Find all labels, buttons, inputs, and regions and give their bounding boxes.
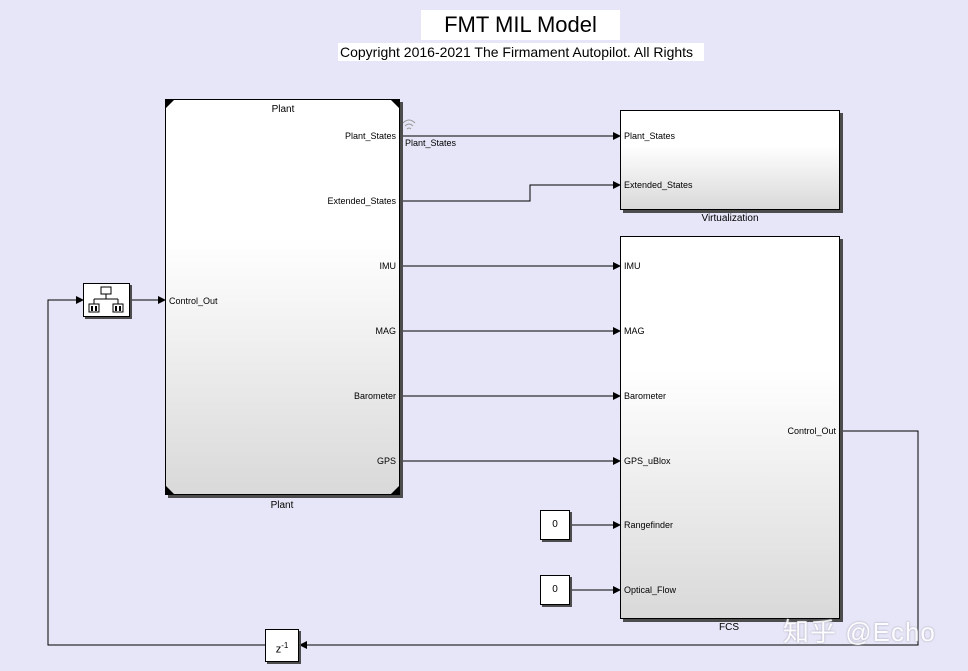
plant-output-barometer: Barometer [353, 391, 396, 401]
plant-output-extended-states: Extended_States [327, 196, 396, 206]
fcs-input-barometer: Barometer [624, 391, 667, 401]
model-title: FMT MIL Model [421, 10, 620, 40]
delay-base: z [275, 643, 282, 656]
plant-inner-title: Plant [271, 104, 295, 115]
fcs-input-imu: IMU [624, 261, 641, 271]
fcs-block-name: FCS [719, 622, 739, 633]
bus-hierarchy-icon [88, 286, 124, 313]
fcs-block[interactable]: IMU MAG Barometer GPS_uBlox Rangefinder … [620, 236, 840, 619]
wire-extended-states [400, 181, 621, 202]
unit-delay-block[interactable]: z-1 [265, 629, 299, 662]
plant-block[interactable]: Plant Control_Out Plant_States Extended_… [165, 99, 400, 495]
plant-output-mag: MAG [375, 326, 396, 336]
plant-output-gps: GPS [376, 456, 396, 466]
plant-output-imu: IMU [379, 261, 397, 271]
constant-block-optical-flow[interactable]: 0 [540, 575, 570, 605]
copyright-text: Copyright 2016-2021 The Firmament Autopi… [338, 43, 704, 61]
fcs-input-gps-ublox: GPS_uBlox [624, 456, 671, 466]
virtualization-block[interactable]: Plant_States Extended_States [620, 110, 840, 210]
delay-exponent: -1 [281, 641, 289, 650]
plant-input-control-out: Control_Out [169, 296, 218, 306]
virtualization-block-name: Virtualization [701, 213, 759, 224]
fcs-input-mag: MAG [624, 326, 645, 336]
fcs-input-rangefinder: Rangefinder [624, 520, 674, 530]
virtualization-input-plant-states: Plant_States [624, 131, 676, 141]
plant-corner-marks [165, 99, 400, 495]
plant-output-plant-states: Plant_States [344, 131, 396, 141]
fcs-output-control-out: Control_Out [787, 426, 836, 436]
bus-creator-block[interactable] [83, 283, 130, 317]
constant-block-rangefinder[interactable]: 0 [540, 510, 570, 540]
signal-log-icon [402, 119, 416, 130]
fcs-input-optical-flow: Optical_Flow [624, 585, 677, 595]
plant-block-name: Plant [270, 500, 294, 511]
watermark-text: 知乎 @Echo [783, 617, 936, 647]
virtualization-input-extended-states: Extended_States [624, 180, 693, 190]
plant-states-signal-label: Plant_States [405, 138, 457, 148]
